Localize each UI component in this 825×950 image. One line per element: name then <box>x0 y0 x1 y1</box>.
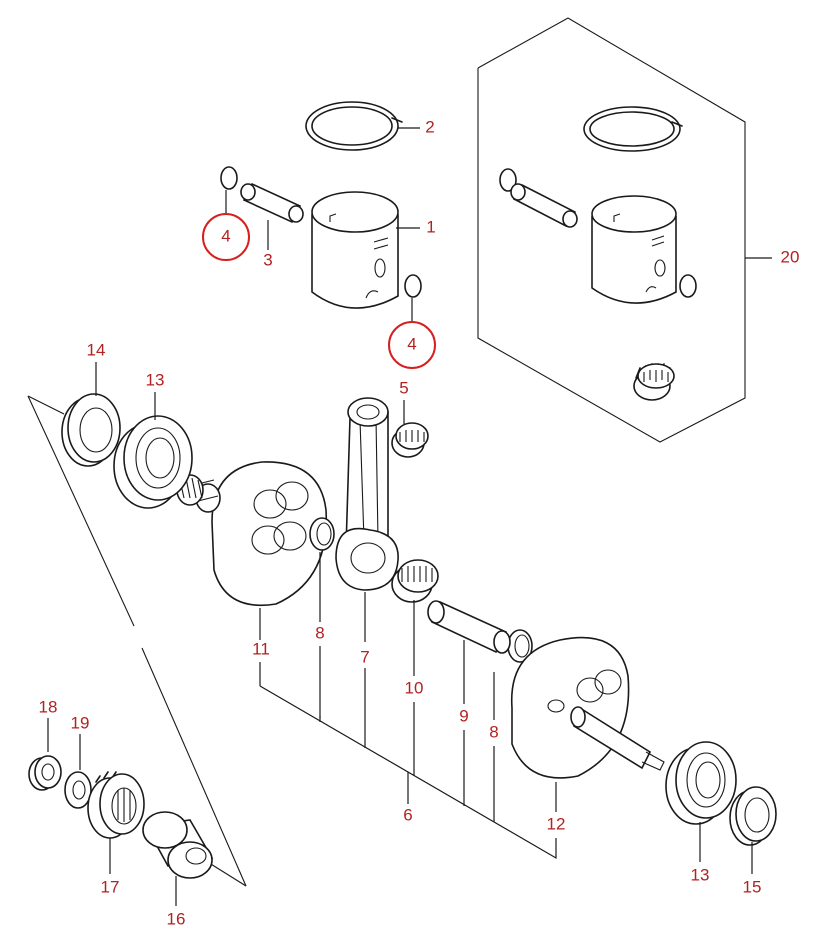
small-end-bearing <box>391 400 429 458</box>
callout-8-left: 8 <box>315 623 324 642</box>
kit-piston-pin <box>510 183 578 228</box>
circlip-left <box>220 166 238 214</box>
callout-11: 11 <box>252 639 270 658</box>
highlight-rings <box>202 213 436 369</box>
primary-gear <box>87 771 145 874</box>
oil-seal-right <box>729 786 777 874</box>
washer <box>64 734 92 809</box>
highlight-ring-4-right <box>388 321 436 369</box>
callout-8-right: 8 <box>489 722 498 741</box>
callout-14: 14 <box>87 340 106 359</box>
callout-10: 10 <box>405 678 424 697</box>
main-bearing-left <box>113 392 193 509</box>
callout-1: 1 <box>426 217 435 236</box>
callout-3: 3 <box>263 250 272 269</box>
callout-6: 6 <box>403 805 412 824</box>
spacer <box>142 811 214 906</box>
kit-piston-ring <box>583 106 683 152</box>
kit-circlip-right <box>679 274 697 298</box>
big-end-bearing <box>391 559 439 676</box>
oil-seal-left <box>61 362 121 467</box>
circlip-right <box>404 274 422 322</box>
left-assembly-frame <box>27 395 247 887</box>
callout-12: 12 <box>547 814 566 833</box>
callout-13-left: 13 <box>146 370 165 389</box>
callout-16: 16 <box>167 909 186 928</box>
crank-pin <box>427 600 511 704</box>
callout-19: 19 <box>71 713 90 732</box>
connecting-rod <box>335 397 399 642</box>
callout-labels: 1 2 3 4 4 5 6 7 8 8 9 10 11 12 13 13 14 … <box>39 117 800 928</box>
main-bearing-right <box>665 741 737 862</box>
callout-2: 2 <box>425 117 434 136</box>
callout-15: 15 <box>743 877 762 896</box>
piston-ring <box>305 101 420 151</box>
kit-piston <box>591 195 677 304</box>
nut <box>28 718 62 791</box>
crankshaft-assembly-bracket <box>259 646 557 860</box>
callout-20: 20 <box>781 247 800 266</box>
callout-9: 9 <box>459 706 468 725</box>
highlight-ring-4-left <box>202 213 250 261</box>
callout-18: 18 <box>39 697 58 716</box>
callout-13-right: 13 <box>691 865 710 884</box>
piston-pin <box>240 182 304 250</box>
callout-4-right: 4 <box>407 334 416 353</box>
callout-4-left: 4 <box>221 226 230 245</box>
kit-circlip-left <box>499 168 517 192</box>
callout-17: 17 <box>101 877 120 896</box>
piston <box>311 191 420 309</box>
callout-5: 5 <box>399 378 408 397</box>
crank-web-right <box>510 636 665 812</box>
piston-kit-frame <box>477 17 772 443</box>
thrust-washer-left <box>309 517 335 622</box>
callout-7: 7 <box>360 647 369 666</box>
kit-needle-bearing <box>633 363 675 401</box>
